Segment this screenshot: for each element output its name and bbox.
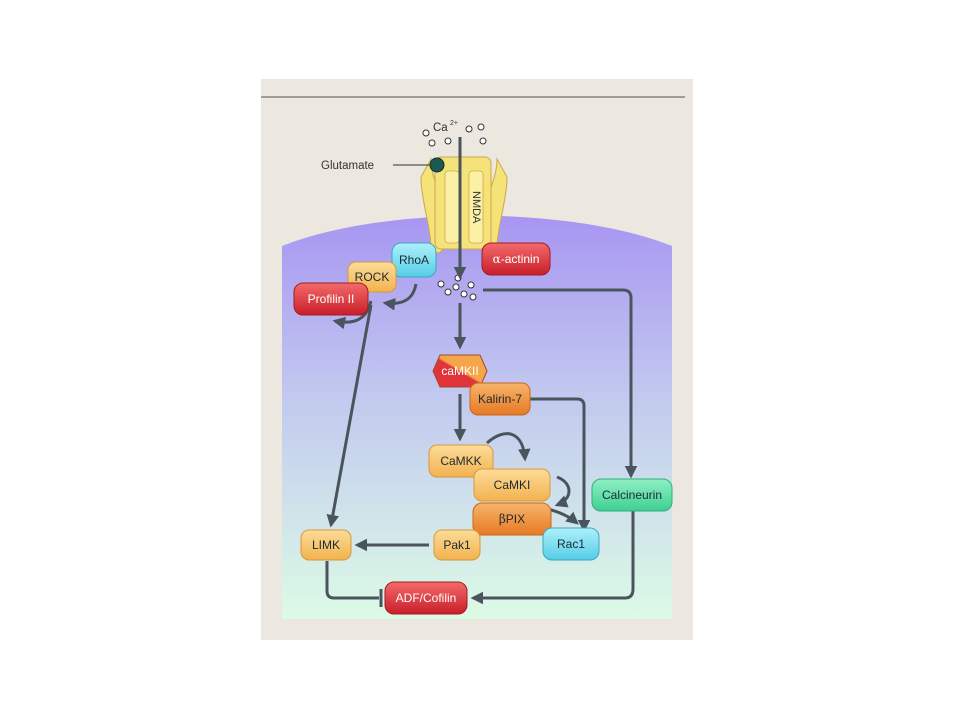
node-camki: CaMKI (473, 468, 551, 502)
node-kalirin-label: Kalirin-7 (478, 392, 522, 406)
arrow-ions-to-calcineurin (483, 288, 638, 479)
arrow-rock-to-limk (326, 304, 373, 528)
arrow-kalirin-to-rac1 (529, 397, 591, 533)
node-kalirin: Kalirin-7 (469, 382, 531, 416)
node-calcineurin: Calcineurin (591, 478, 673, 512)
signaling-pathway-figure: NMDA Glutamate Ca 2+ RhoA (261, 79, 693, 640)
node-camki-label: CaMKI (494, 478, 531, 492)
node-camkii-label: caMKII (441, 364, 478, 378)
node-rac1-label: Rac1 (557, 537, 585, 551)
calcium-ions-extracellular (422, 123, 487, 147)
arrow-camkk-to-camki (486, 432, 531, 462)
svg-text:α-actinin: α-actinin (493, 252, 540, 266)
node-profilin: Profilin II (293, 282, 369, 316)
node-profilin-label: Profilin II (308, 292, 355, 306)
node-bpix-symbol: β (499, 512, 506, 526)
glutamate-label: Glutamate (321, 160, 374, 172)
node-adf-cofilin-label: ADF/Cofilin (396, 591, 457, 605)
calcium-charge: 2+ (450, 120, 458, 127)
arrow-rhoa-to-rock (382, 283, 418, 311)
node-camkii: caMKII (432, 354, 488, 388)
glutamate-ligand (429, 157, 445, 173)
inhibition-limk-to-cofilin (325, 561, 379, 600)
node-bpix-label: PIX (506, 512, 525, 526)
node-pak1-label: Pak1 (443, 538, 471, 552)
node-rhoa: RhoA (391, 242, 437, 278)
svg-text:βPIX: βPIX (499, 512, 525, 526)
node-camkk-label: CaMKK (440, 454, 481, 468)
node-alpha-actinin: α-actinin (481, 242, 551, 276)
node-alpha-actinin-label: -actinin (501, 252, 540, 266)
node-adf-cofilin: ADF/Cofilin (384, 581, 468, 615)
node-alpha-actinin-symbol: α (493, 252, 501, 266)
arrow-calcineurin-to-cofilin (470, 511, 635, 605)
node-limk-label: LIMK (312, 538, 340, 552)
node-rock-label: ROCK (355, 270, 390, 284)
node-bpix: βPIX (472, 502, 552, 536)
nmda-receptor (420, 156, 508, 254)
arrow-camki-loop (554, 475, 571, 508)
node-pak1: Pak1 (433, 529, 481, 561)
nmda-label: NMDA (470, 191, 482, 224)
node-calcineurin-label: Calcineurin (602, 488, 662, 502)
node-rhoa-label: RhoA (399, 253, 429, 267)
node-rac1: Rac1 (542, 527, 600, 561)
node-limk: LIMK (300, 529, 352, 561)
calcium-label: Ca (433, 122, 448, 134)
node-camkk: CaMKK (428, 444, 494, 478)
